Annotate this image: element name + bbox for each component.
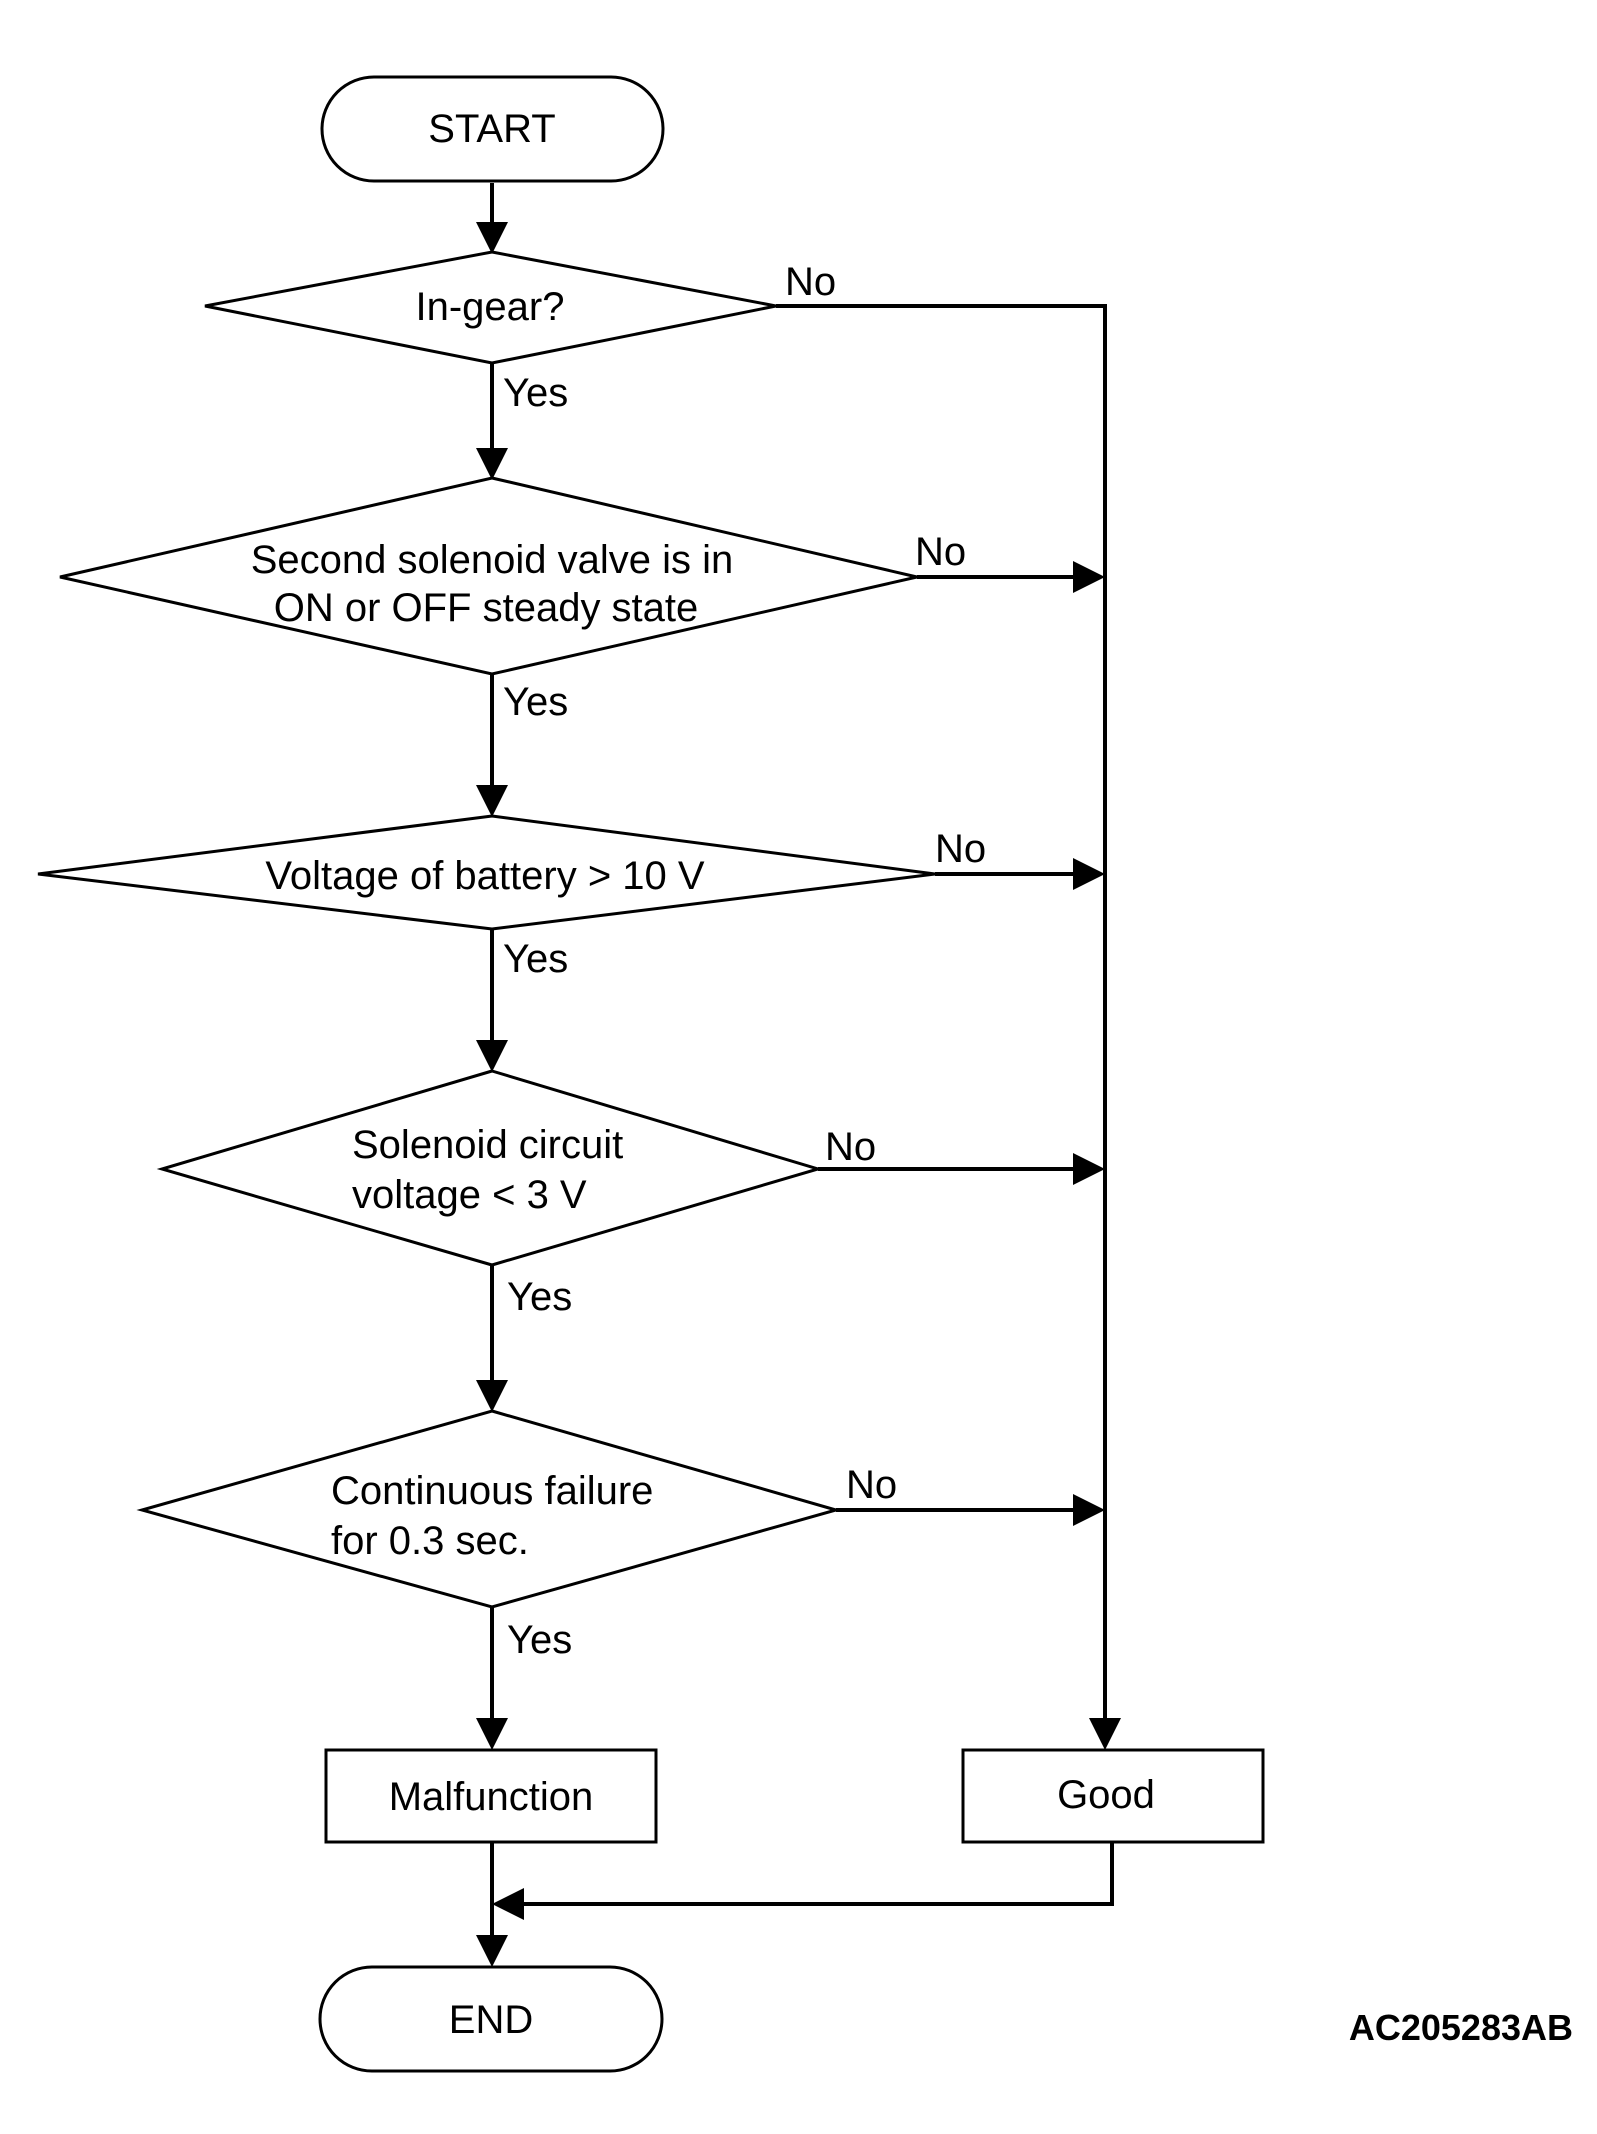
process-good: Good [961, 1748, 1265, 1844]
connectors [476, 183, 1121, 1967]
no-label-circuit: No [825, 1125, 876, 1169]
end-terminator: END [318, 1965, 664, 2073]
yes-label-ingear: Yes [503, 371, 568, 415]
decision-battery-voltage: Voltage of battery > 10 V [37, 814, 936, 931]
no-label-ingear: No [785, 260, 836, 304]
figure-id: AC205283AB [1349, 2007, 1573, 2048]
in-gear-label: In-gear? [416, 285, 565, 329]
start-label: START [428, 107, 555, 151]
solenoid-state-label-2: ON or OFF steady state [274, 586, 699, 630]
decision-circuit-voltage: Solenoid circuit voltage < 3 V [156, 1069, 824, 1267]
yes-label-battery: Yes [503, 937, 568, 981]
process-malfunction: Malfunction [324, 1748, 658, 1844]
continuous-failure-label-2: for 0.3 sec. [331, 1519, 529, 1563]
end-label: END [449, 1998, 533, 2042]
solenoid-state-label-1: Second solenoid valve is in [251, 538, 734, 582]
decision-in-gear: In-gear? [204, 250, 777, 365]
start-terminator: START [320, 75, 665, 183]
good-label: Good [1057, 1773, 1155, 1817]
line-ingear-no-to-good [776, 304, 1121, 1750]
yes-label-failure: Yes [507, 1618, 572, 1662]
continuous-failure-label-1: Continuous failure [331, 1469, 653, 1513]
yes-label-circuit: Yes [507, 1275, 572, 1319]
arrow-good-to-merge [492, 1842, 1114, 1920]
decision-solenoid-state: Second solenoid valve is in ON or OFF st… [59, 476, 918, 676]
circuit-voltage-label-2: voltage < 3 V [352, 1173, 587, 1217]
yes-label-solenoid: Yes [503, 680, 568, 724]
malfunction-label: Malfunction [389, 1775, 594, 1819]
no-label-failure: No [846, 1463, 897, 1507]
no-label-battery: No [935, 827, 986, 871]
decision-continuous-failure: Continuous failure for 0.3 sec. [136, 1409, 842, 1609]
no-label-solenoid: No [915, 530, 966, 574]
battery-voltage-label: Voltage of battery > 10 V [265, 854, 705, 898]
circuit-voltage-label-1: Solenoid circuit [352, 1123, 623, 1167]
